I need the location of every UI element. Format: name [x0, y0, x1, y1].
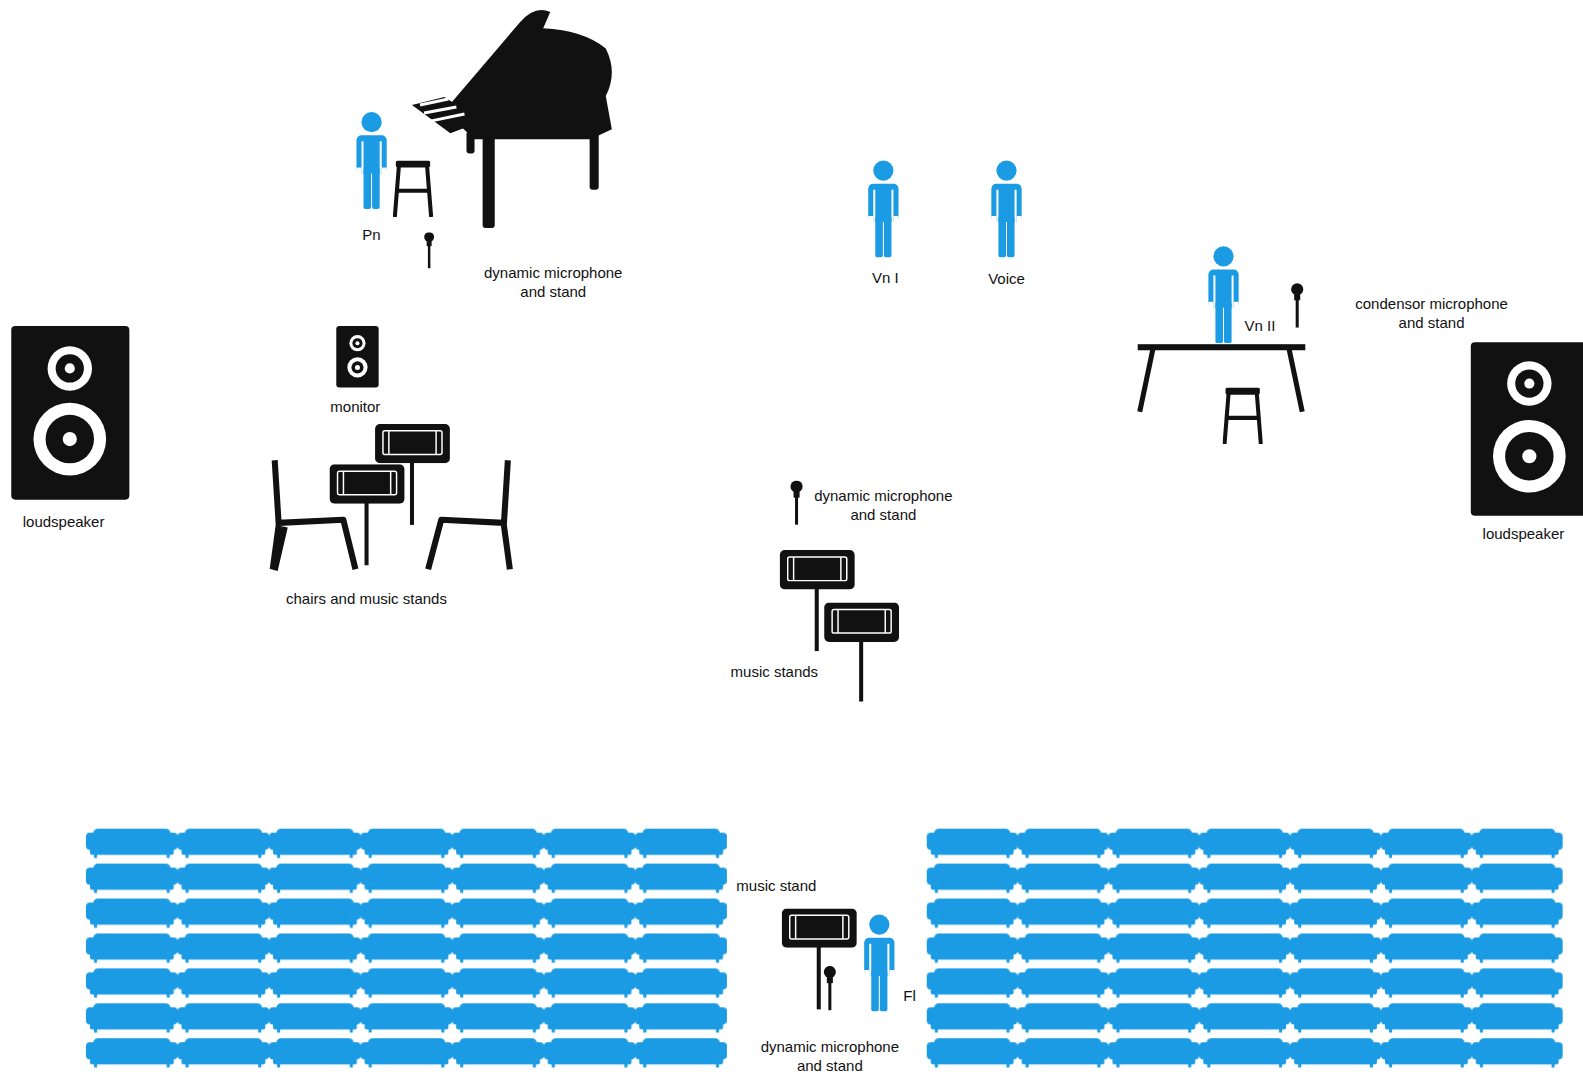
microphone-label: dynamic microphone and stand [478, 263, 629, 301]
performer-label: Pn [362, 225, 380, 244]
speaker-label: loudspeaker [23, 512, 105, 531]
stand-label: music stand [736, 876, 816, 895]
furniture-label: chairs and music stands [286, 589, 447, 608]
monitor-label: monitor [330, 397, 380, 416]
microphone-label: dynamic microphone and stand [808, 486, 959, 524]
speaker-label: loudspeaker [1483, 524, 1565, 543]
stand-label: music stands [731, 662, 819, 681]
performer-label: Fl [903, 986, 916, 1005]
performer-label: Vn I [872, 268, 899, 287]
microphone-label: dynamic microphone and stand [754, 1037, 905, 1075]
microphone-label: condensor microphone and stand [1346, 294, 1518, 332]
performer-label: Voice [988, 269, 1025, 288]
performer-label: Vn II [1245, 316, 1276, 335]
